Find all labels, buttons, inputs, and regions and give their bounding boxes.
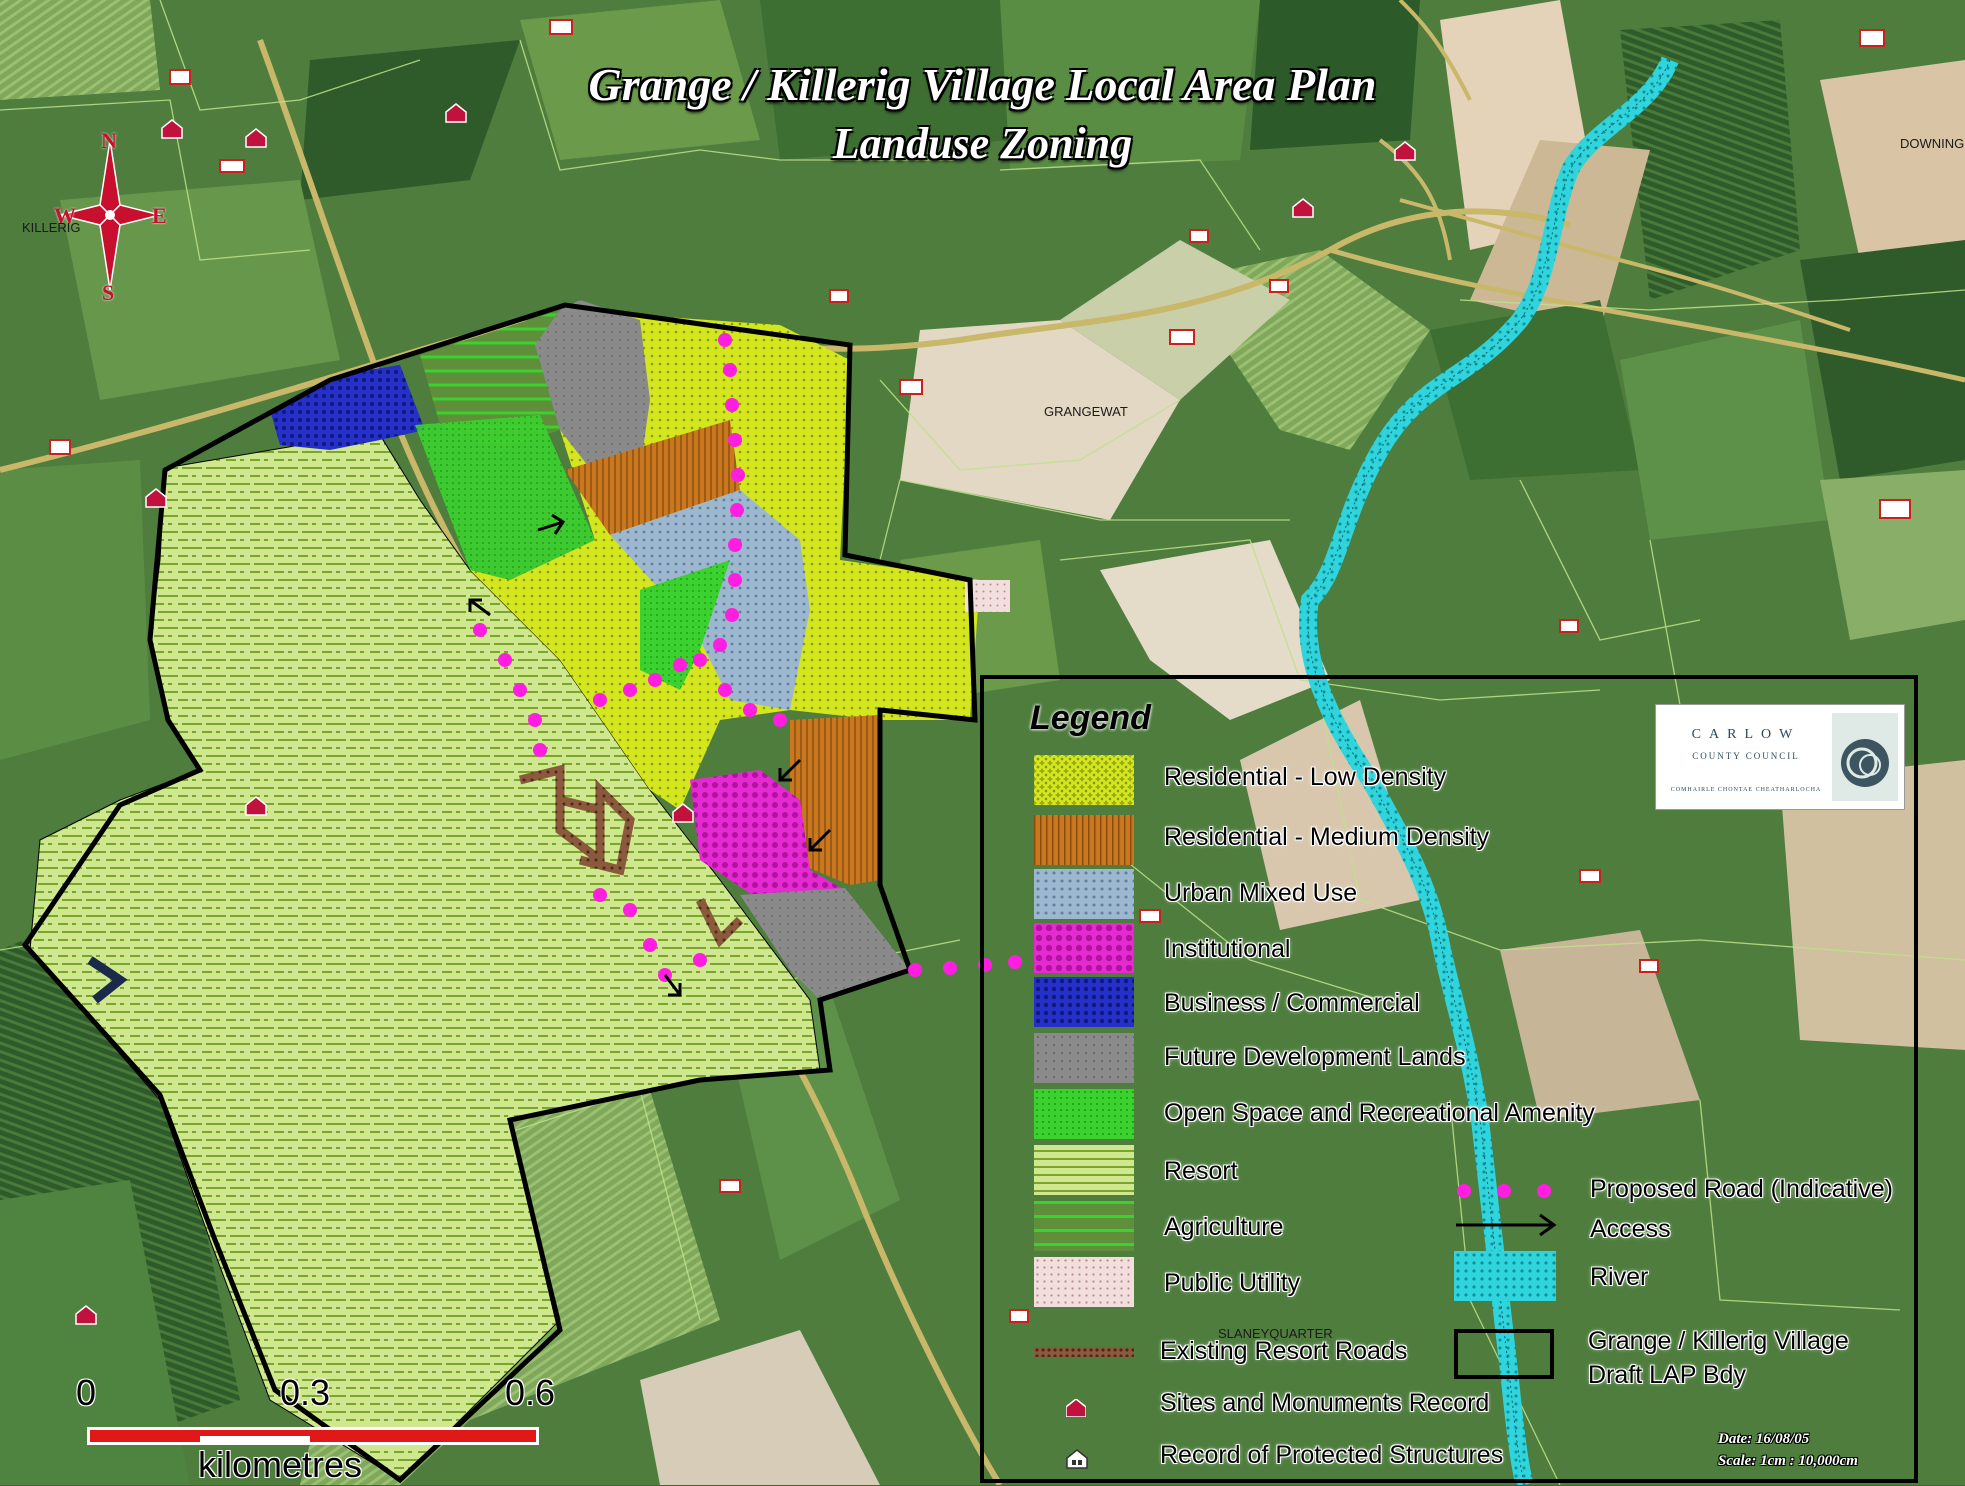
zone-open-space-2 — [640, 560, 730, 690]
place-grangewat: GRANGEWAT — [1044, 404, 1128, 419]
legend-rps: Record of Protected Structures — [1160, 1441, 1504, 1469]
scale-tick-0-3: 0.3 — [280, 1372, 331, 1413]
map-date: Date: 16/08/05 — [1718, 1431, 1810, 1447]
legend-agriculture: Agriculture — [1164, 1213, 1284, 1241]
swatch-resort — [1034, 1145, 1134, 1195]
zone-future-dev-2 — [740, 888, 910, 1000]
legend-institutional: Institutional — [1164, 935, 1291, 963]
legend-public-utility: Public Utility — [1164, 1269, 1301, 1297]
legend-resort: Resort — [1164, 1157, 1238, 1185]
swatch-public-utility — [1034, 1257, 1134, 1307]
zone-future-dev-1 — [535, 300, 650, 475]
buildings — [49, 19, 1911, 1323]
logo-emblem-icon — [1832, 713, 1898, 801]
swatch-agriculture — [1034, 1201, 1134, 1251]
zone-res-medium-1 — [565, 420, 740, 535]
swatch-lap-boundary — [1454, 1329, 1554, 1379]
swatch-proposed-road — [1454, 1181, 1554, 1201]
swatch-residential-medium — [1034, 815, 1134, 865]
legend-future-dev: Future Development Lands — [1164, 1043, 1466, 1071]
map-title: Grange / Killerig Village Local Area Pla… — [588, 59, 1377, 110]
legend-river: River — [1590, 1263, 1649, 1291]
scale-bar-graphic — [87, 1427, 539, 1445]
map-subtitle: Landuse Zoning — [832, 119, 1133, 168]
swatch-river — [1454, 1251, 1556, 1301]
scale-unit: kilometres — [198, 1444, 363, 1485]
place-slaneyquarter: SLANEYQUARTER — [1218, 1326, 1333, 1341]
swatch-existing-resort-roads — [1034, 1347, 1134, 1357]
place-downing: DOWNING — [1900, 136, 1965, 151]
compass-n-label: N — [101, 128, 117, 153]
compass-w-label: W — [54, 203, 76, 228]
legend-proposed-road: Proposed Road (Indicative) — [1590, 1175, 1893, 1203]
logo-irish: COMHAIRLE CHONTAE CHEATHARLOCHA — [1670, 787, 1822, 793]
zone-agriculture — [420, 300, 580, 450]
legend-smr: Sites and Monuments Record — [1160, 1389, 1490, 1417]
river-edge — [1307, 59, 1671, 1485]
compass-rose — [59, 139, 161, 291]
legend-boundary-line1: Grange / Killerig Village — [1588, 1327, 1849, 1355]
swatch-future-dev — [1034, 1033, 1134, 1083]
swatch-institutional — [1034, 923, 1134, 973]
zone-open-space-1 — [415, 415, 595, 580]
legend-panel: Legend Residential - Low Density Residen… — [980, 675, 1918, 1483]
lap-boundary — [21, 302, 978, 1484]
access-arrows — [468, 513, 832, 997]
council-logo: CARLOW COUNTY COUNCIL COMHAIRLE CHONTAE … — [1655, 704, 1905, 810]
legend-urban-mixed: Urban Mixed Use — [1164, 879, 1358, 907]
compass-e-label: E — [152, 203, 167, 228]
smr-legend-icon — [1065, 1398, 1087, 1418]
swatch-residential-low — [1034, 755, 1134, 805]
rps-legend-icon — [1066, 1449, 1088, 1469]
scale-tick-0: 0 — [76, 1372, 97, 1413]
map-scale-ratio: Scale: 1cm : 10,000cm — [1718, 1453, 1858, 1469]
swatch-urban-mixed — [1034, 869, 1134, 919]
swatch-business — [1034, 977, 1134, 1027]
proposed-road — [473, 333, 1022, 982]
swatch-open-space — [1034, 1089, 1134, 1139]
access-arrow-icon — [1454, 1213, 1558, 1237]
smr-markers — [75, 103, 1416, 1325]
legend-access: Access — [1590, 1215, 1671, 1243]
legend-open-space: Open Space and Recreational Amenity — [1164, 1099, 1595, 1127]
legend-boundary-line2: Draft LAP Bdy — [1588, 1361, 1746, 1389]
legend-existing-resort-roads: Existing Resort Roads — [1160, 1337, 1408, 1365]
compass-s-label: S — [102, 280, 115, 305]
legend-title: Legend — [1030, 699, 1151, 737]
existing-resort-road — [518, 764, 744, 948]
legend-business: Business / Commercial — [1164, 989, 1420, 1017]
zone-institutional — [690, 770, 845, 900]
legend-residential-medium: Residential - Medium Density — [1164, 823, 1490, 851]
logo-county-council: COUNTY COUNCIL — [1692, 751, 1800, 761]
scale-tick-0-6: 0.6 — [505, 1372, 556, 1413]
zone-public-utility — [965, 580, 1010, 612]
legend-residential-low: Residential - Low Density — [1164, 763, 1447, 791]
zone-business — [270, 365, 425, 450]
place-killerig: KILLERIG — [22, 220, 81, 235]
logo-carlow: CARLOW — [1691, 727, 1801, 742]
zone-res-medium-2 — [790, 715, 880, 885]
